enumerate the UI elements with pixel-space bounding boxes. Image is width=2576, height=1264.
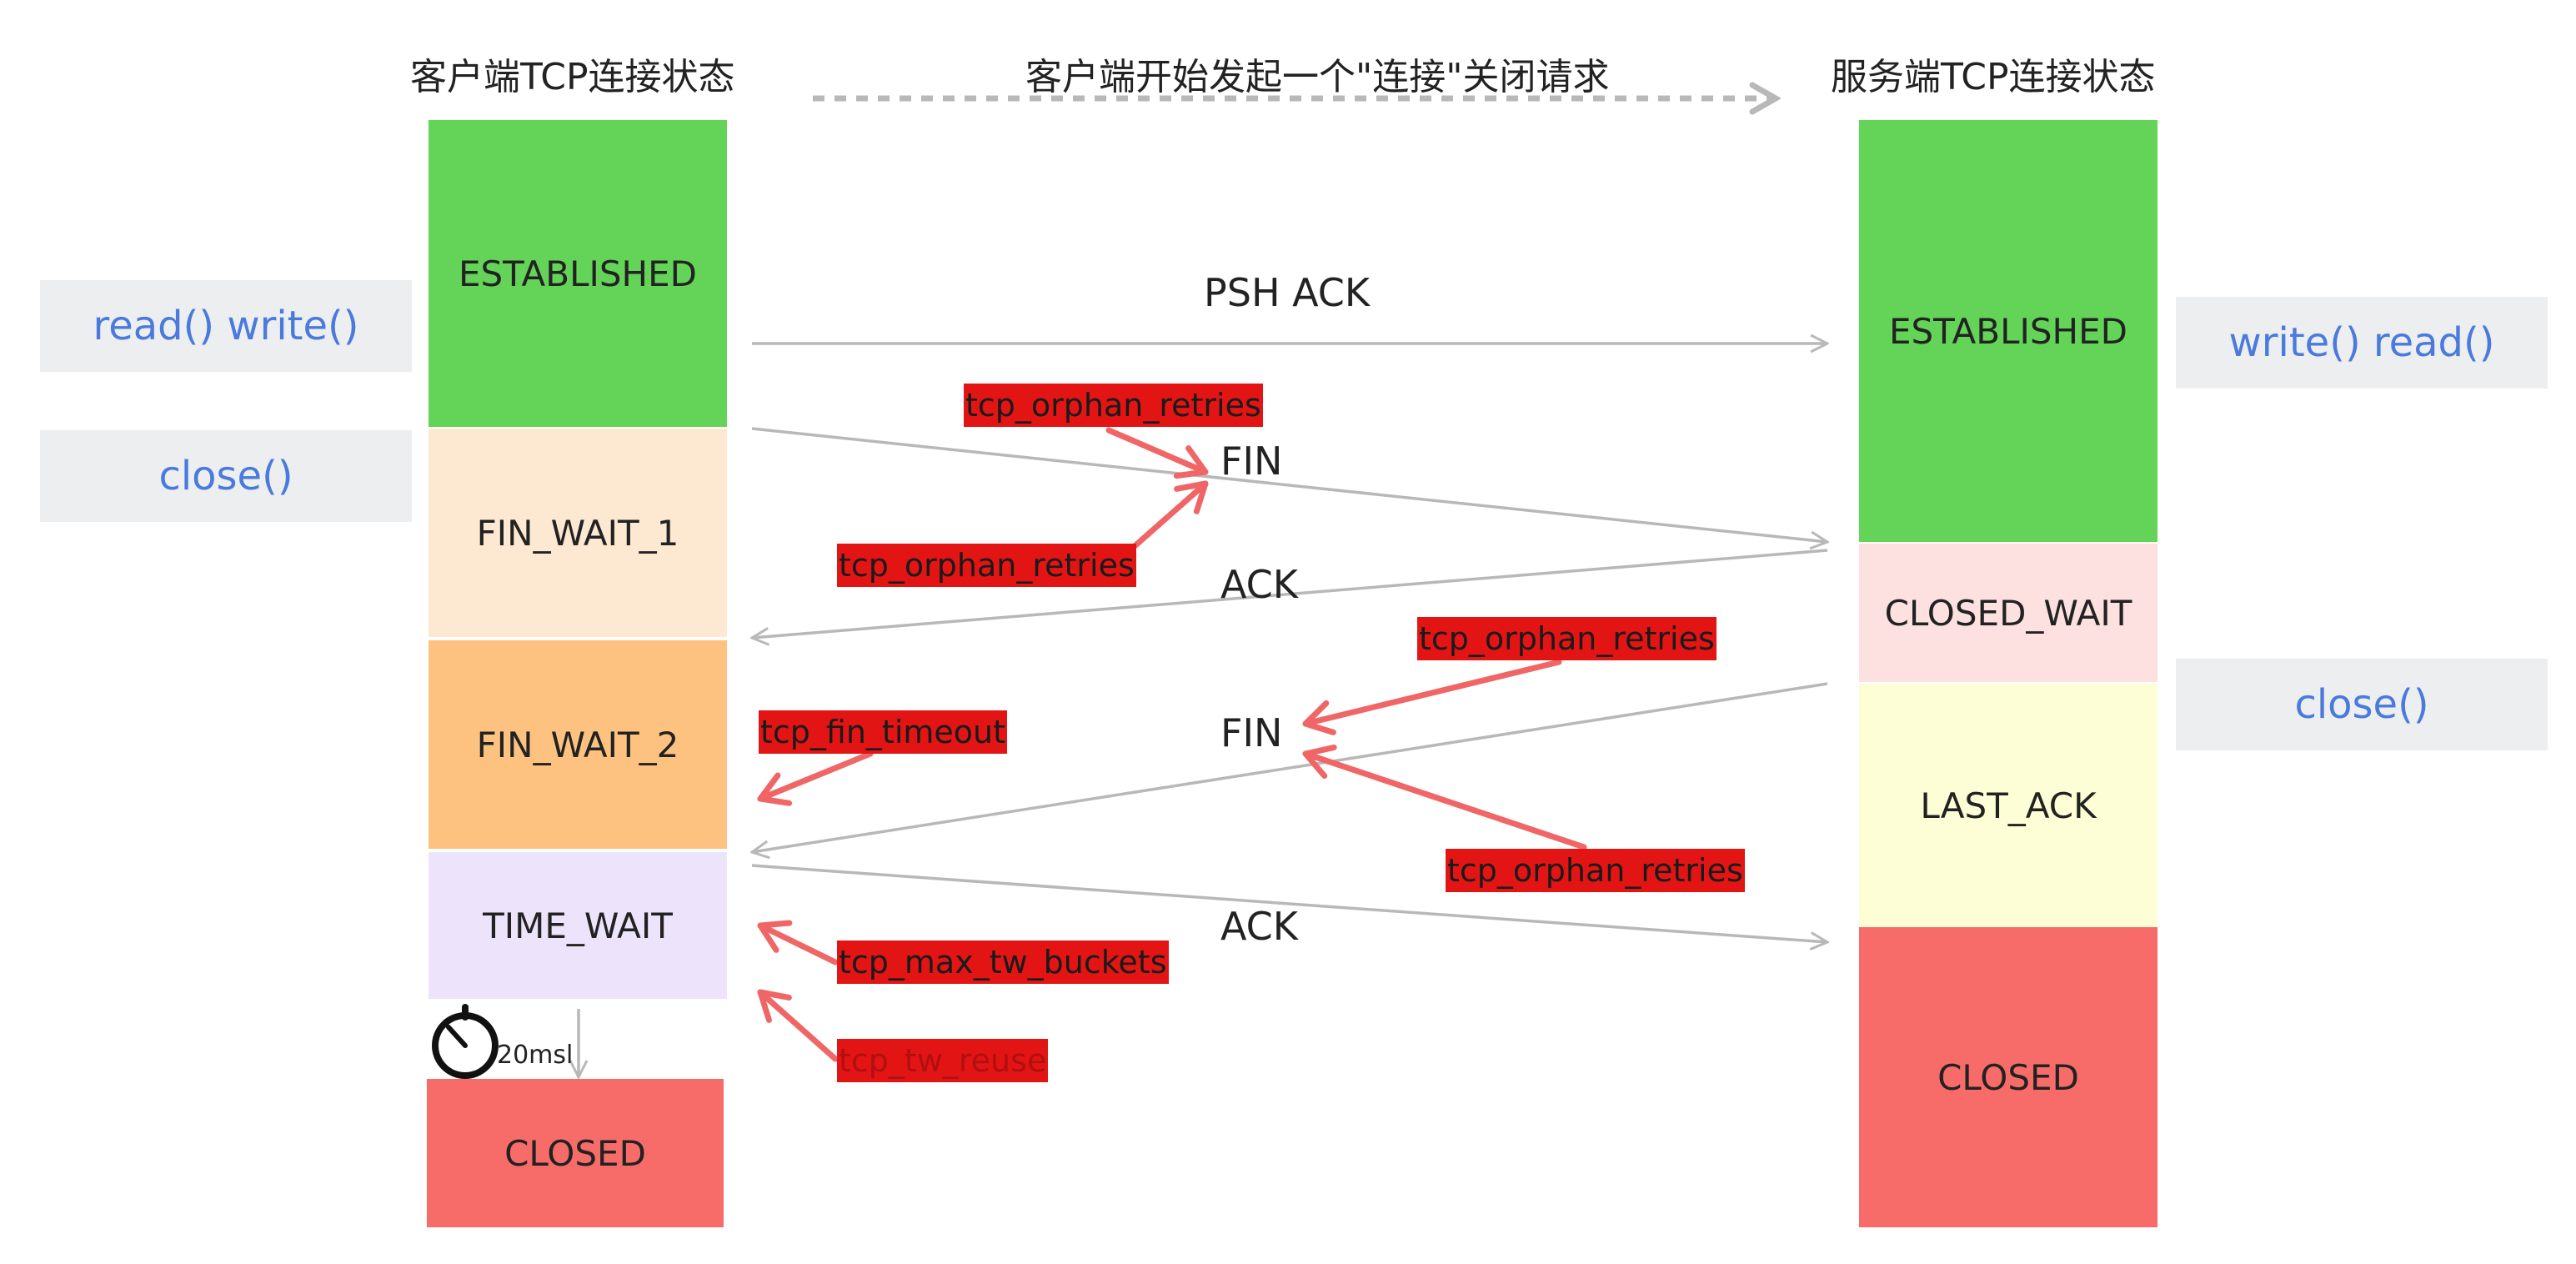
state-label: ESTABLISHED bbox=[1888, 310, 2128, 352]
state-label: ESTABLISHED bbox=[458, 253, 698, 294]
orphan-retries-3-arrow bbox=[1302, 659, 1562, 735]
client-state-fin-wait-2: FIN_WAIT_2 bbox=[428, 640, 727, 849]
server-state-closed-wait: CLOSED_WAIT bbox=[1859, 544, 2158, 682]
message-ack-2: ACK bbox=[1220, 904, 1298, 949]
state-label: CLOSED_WAIT bbox=[1884, 592, 2132, 634]
server-state-established: ESTABLISHED bbox=[1859, 120, 2158, 542]
call-label: close() bbox=[2294, 681, 2429, 728]
client-call-read-write: read() write() bbox=[40, 280, 412, 372]
param-orphan-retries-3: tcp_orphan_retries bbox=[1417, 617, 1716, 660]
state-label: LAST_ACK bbox=[1920, 785, 2097, 826]
server-state-last-ack: LAST_ACK bbox=[1859, 684, 2158, 927]
message-fin-1: FIN bbox=[1220, 439, 1283, 484]
state-label: FIN_WAIT_1 bbox=[476, 512, 679, 554]
param-orphan-retries-2: tcp_orphan_retries bbox=[837, 544, 1136, 587]
tw-reuse-arrow bbox=[757, 989, 839, 1062]
client-state-time-wait: TIME_WAIT bbox=[428, 852, 727, 999]
client-call-close: close() bbox=[40, 430, 412, 522]
client-state-fin-wait-1: FIN_WAIT_1 bbox=[428, 429, 727, 637]
state-label: CLOSED bbox=[1937, 1056, 2079, 1098]
max-tw-buckets-arrow bbox=[757, 920, 839, 966]
timer-label: 20msl bbox=[497, 1041, 574, 1070]
server-call-close: close() bbox=[2176, 659, 2548, 750]
client-state-closed: CLOSED bbox=[427, 1079, 724, 1227]
state-label: FIN_WAIT_2 bbox=[476, 724, 679, 765]
param-orphan-retries-1: tcp_orphan_retries bbox=[964, 384, 1263, 427]
state-label: CLOSED bbox=[504, 1132, 646, 1174]
message-psh-ack: PSH ACK bbox=[1204, 270, 1371, 315]
param-fin-timeout: tcp_fin_timeout bbox=[759, 710, 1008, 754]
client-column-title: 客户端TCP连接状态 bbox=[410, 56, 735, 98]
ack-2-arrow bbox=[751, 864, 1827, 942]
orphan-retries-4-arrow bbox=[1302, 744, 1587, 850]
server-call-write-read: write() read() bbox=[2176, 297, 2548, 389]
fin-1-arrow bbox=[751, 427, 1827, 542]
message-ack-1: ACK bbox=[1220, 562, 1298, 607]
message-fin-2: FIN bbox=[1220, 710, 1283, 755]
param-orphan-retries-4: tcp_orphan_retries bbox=[1446, 849, 1745, 892]
call-label: close() bbox=[158, 453, 293, 499]
fin-timeout-arrow bbox=[757, 750, 874, 806]
server-column-title: 服务端TCP连接状态 bbox=[1831, 56, 2156, 98]
server-state-closed: CLOSED bbox=[1859, 927, 2158, 1227]
state-label: TIME_WAIT bbox=[483, 905, 673, 946]
param-tw-reuse: tcp_tw_reuse bbox=[837, 1039, 1049, 1082]
initiation-title: 客户端开始发起一个"连接"关闭请求 bbox=[1025, 56, 1610, 98]
ack-1-arrow bbox=[752, 549, 1828, 638]
fin-2-arrow bbox=[752, 682, 1828, 852]
timer-icon bbox=[432, 1004, 499, 1079]
call-label: read() write() bbox=[93, 303, 359, 349]
orphan-retries-1-arrow bbox=[1105, 427, 1209, 479]
call-label: write() read() bbox=[2228, 319, 2495, 366]
client-state-established: ESTABLISHED bbox=[428, 120, 727, 427]
param-max-tw-buckets: tcp_max_tw_buckets bbox=[837, 940, 1169, 984]
